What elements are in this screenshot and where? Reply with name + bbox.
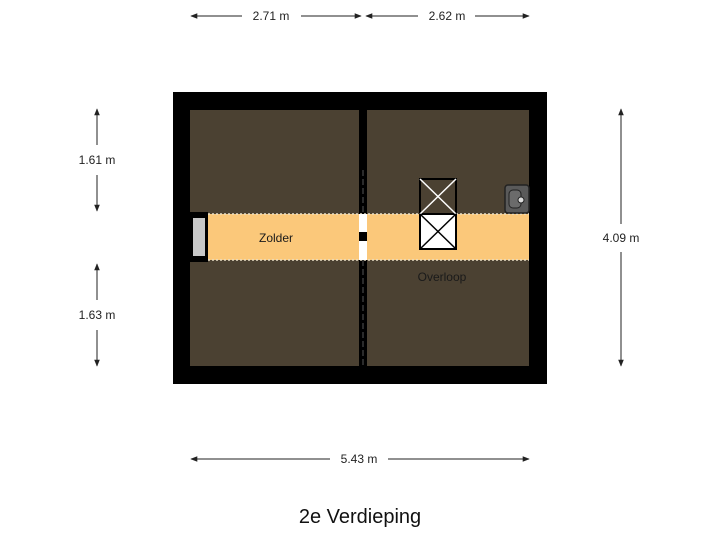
dimension-label-left-lower: 1.63 m <box>79 308 116 322</box>
dimension-label-bottom-total: 5.43 m <box>341 452 378 466</box>
dimension-bottom-total: 5.43 m <box>190 452 530 466</box>
dimension-top-left: 2.71 m <box>190 9 362 23</box>
window-icon <box>190 212 208 262</box>
dimension-right-total: 4.09 m <box>603 108 640 367</box>
room-label-overloop: Overloop <box>418 270 467 284</box>
dimension-left-lower: 1.63 m <box>79 263 116 367</box>
stair-opening-icon <box>419 178 457 250</box>
dimension-label-top-left: 2.71 m <box>253 9 290 23</box>
dimension-top-right: 2.62 m <box>365 9 530 23</box>
floor-title: 2e Verdieping <box>298 506 422 528</box>
room-label-zolder: Zolder <box>259 231 293 245</box>
dimension-label-top-right: 2.62 m <box>429 9 466 23</box>
dimension-left-upper: 1.61 m <box>79 108 116 212</box>
boiler-icon <box>504 184 530 214</box>
dimension-label-left-upper: 1.61 m <box>79 153 116 167</box>
zolder-highlight <box>208 214 359 260</box>
dimension-label-right-total: 4.09 m <box>603 231 640 245</box>
door-stop <box>359 232 367 241</box>
